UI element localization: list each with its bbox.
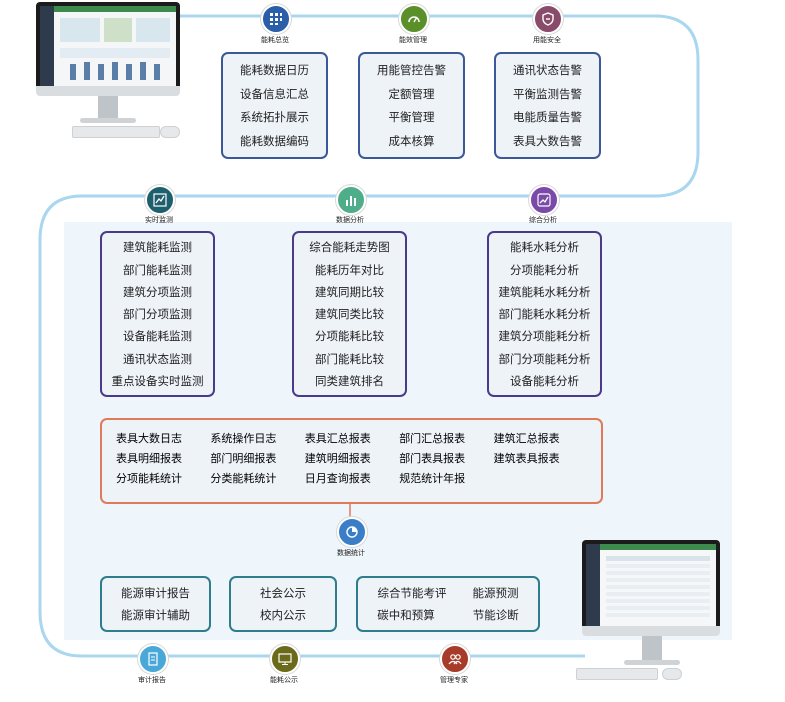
- report-item[interactable]: 表具汇总报表: [304, 432, 371, 445]
- bar-chart-icon: [336, 185, 366, 215]
- report-item[interactable]: 日月查询报表: [304, 472, 371, 485]
- module-item[interactable]: 分项能耗比较: [315, 329, 384, 344]
- desktop-monitor-right: [576, 540, 726, 686]
- module-box-comprehensive-analysis: 能耗水耗分析 分项能耗分析 建筑能耗水耗分析 部门能耗水耗分析 建筑分项能耗分析…: [487, 231, 602, 397]
- module-item[interactable]: 分项能耗分析: [510, 262, 579, 277]
- report-item[interactable]: 部门汇总报表: [399, 432, 466, 445]
- report-item[interactable]: 系统操作日志: [210, 432, 277, 445]
- module-item[interactable]: 平衡管理: [388, 110, 435, 125]
- grid-icon: [261, 4, 291, 34]
- module-box-safety: 通讯状态告警 平衡监测告警 电能质量告警 表具大数告警: [494, 52, 601, 159]
- module-item[interactable]: 设备能耗监测: [123, 329, 192, 344]
- module-caption: 审计报告: [138, 676, 166, 684]
- module-caption: 能效管理: [399, 36, 427, 44]
- module-box-audit: 能源审计报告 能源审计辅助: [100, 576, 211, 632]
- module-box-reports: [100, 418, 603, 504]
- module-item[interactable]: 能源审计辅助: [121, 608, 190, 623]
- module-item[interactable]: 部门能耗水耗分析: [498, 307, 591, 321]
- module-caption: 实时监测: [145, 216, 173, 224]
- pie-chart-icon: [337, 517, 367, 547]
- module-item[interactable]: 节能诊断: [472, 608, 519, 623]
- report-item[interactable]: 表具大数日志: [116, 432, 182, 445]
- module-item[interactable]: 定额管理: [388, 86, 435, 101]
- experts-row: 综合节能考评 能源预测: [378, 585, 519, 601]
- module-item[interactable]: 碳中和预算: [377, 608, 435, 623]
- module-item[interactable]: 部门能耗比较: [315, 351, 384, 366]
- module-item[interactable]: 社会公示: [260, 585, 306, 600]
- module-item[interactable]: 部门分项监测: [123, 307, 192, 321]
- module-box-data-analysis: 综合能耗走势图 能耗历年对比 建筑同期比较 建筑同类比较 分项能耗比较 部门能耗…: [292, 231, 407, 397]
- module-item[interactable]: 能耗历年对比: [315, 262, 384, 277]
- report-item[interactable]: 分类能耗统计: [210, 472, 277, 485]
- module-item[interactable]: 建筑分项能耗分析: [498, 329, 591, 344]
- module-item[interactable]: 能源预测: [472, 585, 519, 600]
- report-item[interactable]: 部门表具报表: [399, 452, 466, 465]
- module-item[interactable]: 校内公示: [260, 608, 306, 623]
- module-item[interactable]: 成本核算: [388, 134, 435, 149]
- report-item[interactable]: 规范统计年报: [399, 472, 466, 485]
- module-item[interactable]: 部门能耗监测: [123, 262, 192, 277]
- module-item[interactable]: 建筑能耗水耗分析: [498, 284, 591, 299]
- module-item[interactable]: 通讯状态监测: [123, 351, 192, 366]
- gauge-icon: [399, 4, 429, 34]
- module-item[interactable]: 能源审计报告: [121, 585, 190, 600]
- desktop-monitor-left: [36, 2, 186, 140]
- module-item[interactable]: 建筑同期比较: [315, 284, 384, 299]
- module-item[interactable]: 建筑分项监测: [123, 284, 192, 299]
- module-caption: 综合分析: [529, 216, 557, 224]
- report-item[interactable]: 建筑汇总报表: [493, 432, 560, 445]
- module-item[interactable]: 系统拓扑展示: [240, 110, 309, 125]
- module-box-realtime-monitoring: 建筑能耗监测 部门能耗监测 建筑分项监测 部门分项监测 设备能耗监测 通讯状态监…: [100, 231, 215, 397]
- report-item[interactable]: 建筑明细报表: [304, 452, 371, 465]
- module-box-disclosure: 社会公示 校内公示: [229, 576, 337, 632]
- module-item[interactable]: 建筑能耗监测: [123, 240, 192, 255]
- report-item[interactable]: 部门明细报表: [210, 452, 277, 465]
- report-item[interactable]: 表具明细报表: [116, 452, 182, 465]
- module-item[interactable]: 综合节能考评: [377, 585, 447, 600]
- module-item[interactable]: 能耗数据编码: [240, 134, 309, 149]
- module-item[interactable]: 部门分项能耗分析: [498, 351, 591, 366]
- line-chart-icon: [145, 185, 175, 215]
- monitor-icon: [270, 644, 300, 674]
- module-caption: 能耗总览: [261, 36, 289, 44]
- module-item[interactable]: 平衡监测告警: [513, 86, 582, 101]
- module-item[interactable]: 设备能耗分析: [510, 373, 579, 388]
- experts-icon: [440, 644, 470, 674]
- report-item[interactable]: 分项能耗统计: [116, 472, 182, 485]
- module-item[interactable]: 能耗数据日历: [240, 62, 309, 77]
- module-item[interactable]: 综合能耗走势图: [309, 240, 390, 255]
- module-item[interactable]: 建筑同类比较: [315, 307, 384, 321]
- module-item[interactable]: 重点设备实时监测: [111, 373, 204, 388]
- module-item[interactable]: 设备信息汇总: [240, 86, 309, 101]
- reports-grid: 表具大数日志 系统操作日志 表具汇总报表 部门汇总报表 建筑汇总报表 表具明细报…: [102, 420, 602, 502]
- module-box-experts: 综合节能考评 能源预测 碳中和预算 节能诊断: [356, 576, 540, 632]
- module-item[interactable]: 通讯状态告警: [513, 62, 582, 77]
- analysis-icon: [529, 185, 559, 215]
- module-box-energy-overview: 能耗数据日历 设备信息汇总 系统拓扑展示 能耗数据编码: [221, 52, 328, 159]
- module-item[interactable]: 同类建筑排名: [315, 373, 384, 388]
- shield-icon: [533, 4, 563, 34]
- module-caption: 管理专家: [440, 676, 468, 684]
- module-item[interactable]: 能耗水耗分析: [510, 240, 579, 255]
- module-item[interactable]: 用能管控告警: [377, 62, 446, 77]
- experts-row: 碳中和预算 节能诊断: [377, 607, 519, 623]
- module-box-efficiency: 用能管控告警 定额管理 平衡管理 成本核算: [358, 52, 465, 159]
- module-caption: 用能安全: [533, 36, 561, 44]
- document-icon: [138, 644, 168, 674]
- module-item[interactable]: 表具大数告警: [513, 134, 582, 149]
- module-item[interactable]: 电能质量告警: [513, 110, 582, 125]
- module-caption: 数据统计: [337, 549, 365, 557]
- module-caption: 能耗公示: [270, 676, 298, 684]
- report-item[interactable]: 建筑表具报表: [493, 452, 560, 465]
- module-caption: 数据分析: [336, 216, 364, 224]
